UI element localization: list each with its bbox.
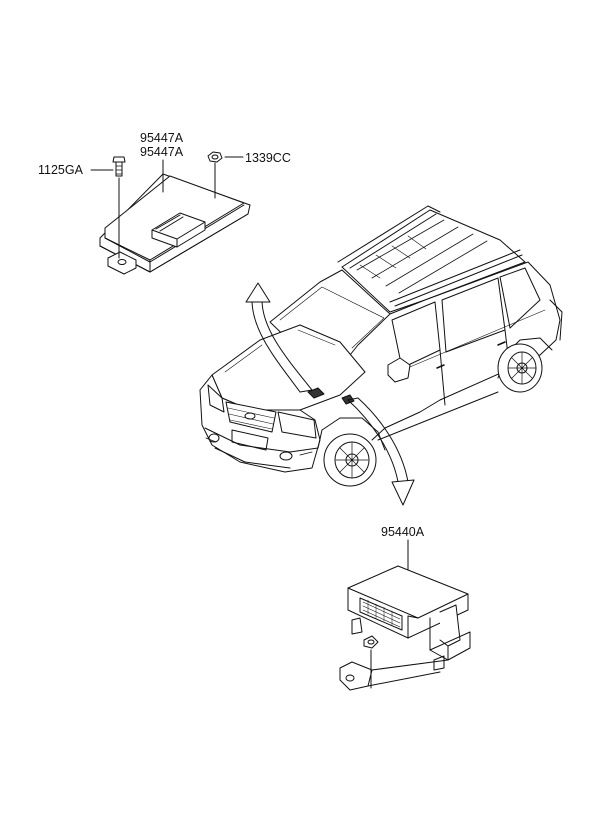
- part-label-1125ga: 1125GA: [38, 163, 83, 177]
- part-label-95440a: 95440A: [381, 525, 425, 539]
- bolt-1125ga: [112, 156, 126, 177]
- lower-control-module: [339, 565, 471, 691]
- vehicle-illustration: [199, 205, 563, 487]
- part-label-1339cc: 1339CC: [245, 151, 291, 165]
- part-label-95447a-secondary: 95447A: [140, 145, 184, 159]
- part-label-95447a-primary: 95447A: [140, 131, 184, 145]
- nut-1339cc: [207, 151, 223, 163]
- location-arrow-upper: [245, 282, 313, 393]
- location-arrow-lower: [347, 397, 415, 506]
- upper-control-module: [99, 173, 251, 275]
